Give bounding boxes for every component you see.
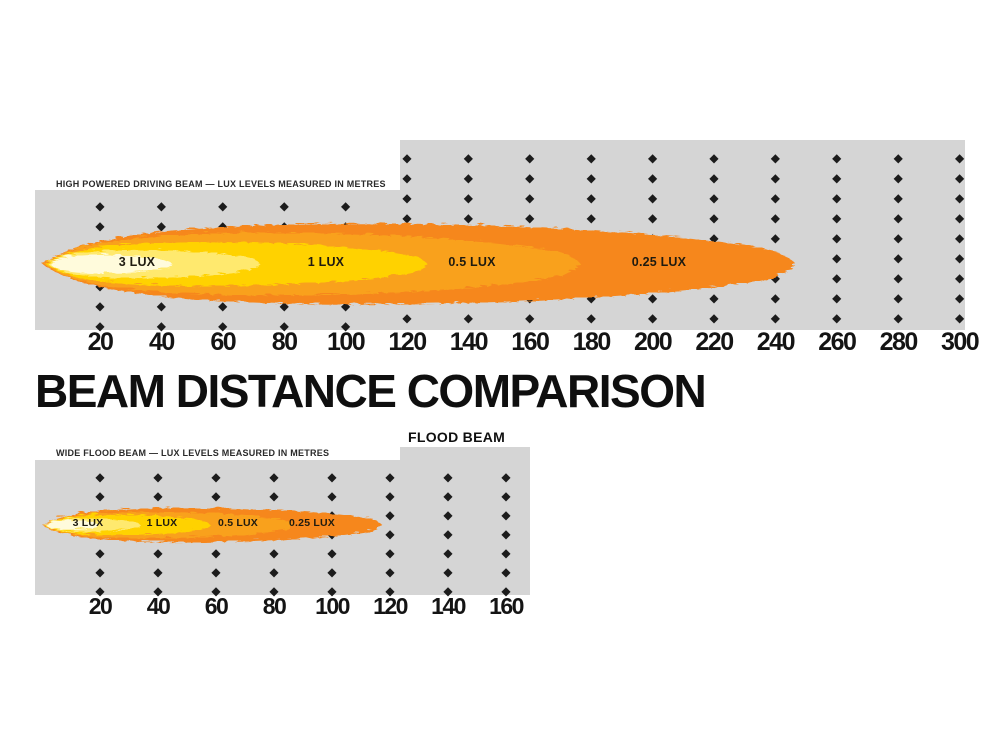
distance-tick-label: 60 bbox=[204, 593, 229, 619]
distance-marker-line: ◆ ◆ ◆ ◆ ◆ ◆ ◆ bbox=[279, 199, 289, 333]
distance-tick-label: 240 bbox=[756, 328, 796, 356]
distance-tick-label: 280 bbox=[879, 328, 919, 356]
distance-tick-label: 140 bbox=[431, 593, 466, 619]
distance-marker-line: ◆ ◆ ◆ ◆ ◆ ◆ ◆ ◆ ◆ bbox=[586, 151, 596, 325]
distance-tick-label: 20 bbox=[87, 328, 114, 356]
distance-tick-label: 120 bbox=[388, 328, 427, 356]
distance-marker-line: ◆ ◆ ◆ ◆ ◆ ◆ ◆ ◆ ◆ bbox=[954, 151, 965, 325]
distance-marker-line: ◆ ◆ ◆ ◆ ◆ ◆ ◆ ◆ ◆ bbox=[647, 151, 658, 325]
lux-label-05lux: 0.5 LUX bbox=[448, 255, 496, 269]
lux-label-1lux: 1 LUX bbox=[307, 255, 345, 269]
distance-tick-label: 160 bbox=[489, 593, 524, 619]
distance-marker-line: ◆ ◆ ◆ ◆ ◆ ◆ ◆ bbox=[501, 470, 511, 598]
distance-marker-line: ◆ ◆ ◆ ◆ ◆ ◆ ◆ ◆ ◆ bbox=[402, 151, 412, 325]
lux-label-3lux: 3 LUX bbox=[118, 255, 156, 269]
distance-tick-label: 140 bbox=[449, 328, 489, 356]
distance-tick-label: 180 bbox=[572, 328, 612, 356]
distance-marker-line: ◆ ◆ ◆ ◆ ◆ ◆ ◆ bbox=[95, 199, 105, 333]
distance-tick-label: 60 bbox=[210, 328, 236, 356]
driving-beam-caption: HIGH POWERED DRIVING BEAM — LUX LEVELS M… bbox=[56, 179, 386, 189]
lux-label-025lux: 0.25 LUX bbox=[289, 517, 335, 529]
distance-tick-label: 40 bbox=[146, 593, 171, 619]
distance-marker-line: ◆ ◆ ◆ ◆ ◆ ◆ ◆ bbox=[156, 199, 167, 333]
section-subheading: FLOOD BEAM bbox=[408, 429, 506, 445]
distance-tick-label: 80 bbox=[262, 593, 287, 619]
driving-beam-distance-band bbox=[35, 190, 965, 330]
distance-tick-label: 100 bbox=[326, 328, 366, 356]
distance-tick-label: 160 bbox=[511, 328, 550, 356]
flood-beam-distance-band bbox=[35, 460, 530, 595]
distance-tick-label: 40 bbox=[148, 328, 175, 356]
distance-tick-label: 300 bbox=[940, 328, 980, 356]
lux-label-025lux: 0.25 LUX bbox=[631, 255, 687, 269]
distance-marker-line: ◆ ◆ ◆ ◆ ◆ ◆ ◆ ◆ ◆ bbox=[832, 151, 842, 325]
distance-marker-line: ◆ ◆ ◆ ◆ ◆ ◆ ◆ bbox=[269, 470, 279, 598]
distance-marker-line: ◆ ◆ ◆ ◆ ◆ ◆ ◆ bbox=[385, 470, 395, 598]
distance-marker-line: ◆ ◆ ◆ ◆ ◆ ◆ ◆ ◆ ◆ bbox=[770, 151, 781, 325]
distance-tick-label: 200 bbox=[633, 328, 673, 356]
section-heading: BEAM DISTANCE COMPARISON bbox=[35, 365, 707, 417]
distance-tick-label: 260 bbox=[818, 328, 857, 356]
distance-marker-line: ◆ ◆ ◆ ◆ ◆ ◆ ◆ bbox=[327, 470, 337, 598]
lux-label-1lux: 1 LUX bbox=[146, 517, 178, 529]
distance-marker-line: ◆ ◆ ◆ ◆ ◆ ◆ ◆ ◆ ◆ bbox=[709, 151, 719, 325]
flood-beam-distance-band-extension bbox=[400, 447, 530, 460]
lux-label-05lux: 0.5 LUX bbox=[218, 517, 258, 529]
distance-marker-line: ◆ ◆ ◆ ◆ ◆ ◆ ◆ bbox=[443, 470, 453, 598]
distance-tick-label: 80 bbox=[271, 328, 298, 356]
distance-marker-line: ◆ ◆ ◆ ◆ ◆ ◆ ◆ ◆ ◆ bbox=[463, 151, 474, 325]
distance-marker-line: ◆ ◆ ◆ ◆ ◆ ◆ ◆ bbox=[95, 470, 105, 598]
lux-label-3lux: 3 LUX bbox=[72, 517, 104, 529]
distance-marker-line: ◆ ◆ ◆ ◆ ◆ ◆ ◆ ◆ ◆ bbox=[893, 151, 903, 325]
flood-beam-caption: WIDE FLOOD BEAM — LUX LEVELS MEASURED IN… bbox=[56, 448, 330, 458]
distance-tick-label: 20 bbox=[88, 593, 113, 619]
distance-tick-label: 220 bbox=[695, 328, 734, 356]
distance-tick-label: 120 bbox=[373, 593, 408, 619]
distance-marker-line: ◆ ◆ ◆ ◆ ◆ ◆ ◆ ◆ ◆ bbox=[525, 151, 535, 325]
distance-tick-label: 100 bbox=[315, 593, 350, 619]
distance-marker-line: ◆ ◆ ◆ ◆ ◆ ◆ ◆ bbox=[211, 470, 221, 598]
distance-marker-line: ◆ ◆ ◆ ◆ ◆ ◆ ◆ bbox=[153, 470, 163, 598]
driving-beam-distance-band-extension bbox=[400, 140, 965, 190]
distance-marker-line: ◆ ◆ ◆ ◆ ◆ ◆ ◆ bbox=[218, 199, 228, 333]
